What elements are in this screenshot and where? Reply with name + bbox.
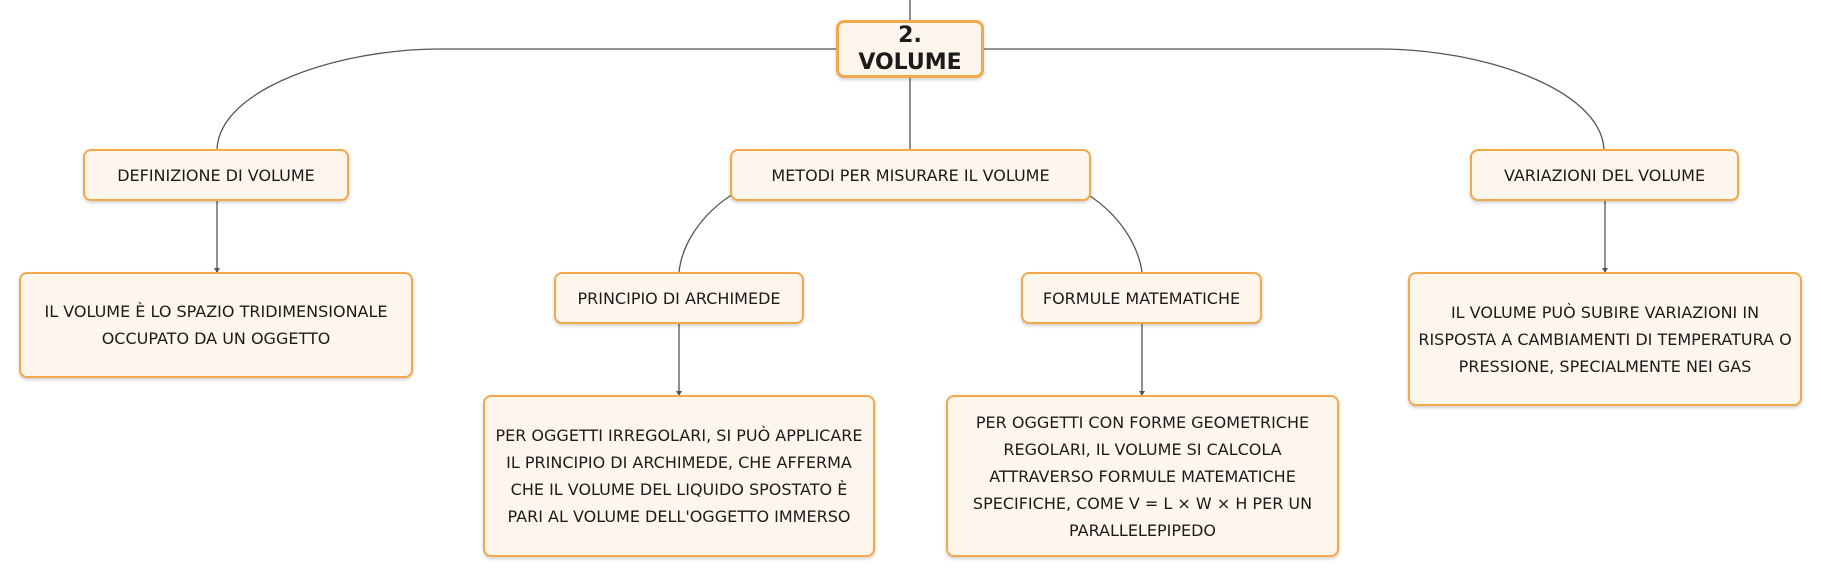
connector-methods-archimedes — [678, 193, 734, 273]
node-formulas-text[interactable]: PER OGGETTI CON FORME GEOMETRICHE REGOLA… — [946, 395, 1339, 557]
node-formulas[interactable]: FORMULE MATEMATICHE — [1021, 272, 1262, 324]
node-archimedes-text[interactable]: PER OGGETTI IRREGOLARI, SI PUÒ APPLICARE… — [483, 395, 875, 557]
node-root-volume[interactable]: 2. VOLUME — [836, 20, 984, 78]
node-archimedes-text-label: PER OGGETTI IRREGOLARI, SI PUÒ APPLICARE… — [495, 426, 863, 526]
connector-root-variations — [984, 48, 1605, 150]
node-definition-label: DEFINIZIONE DI VOLUME — [117, 165, 315, 185]
arrow-variations — [1602, 268, 1608, 273]
node-methods-label: METODI PER MISURARE IL VOLUME — [771, 165, 1050, 185]
node-variations-label: VARIAZIONI DEL VOLUME — [1503, 165, 1706, 185]
arrow-archimedes — [676, 391, 682, 396]
connector-methods-formulas — [1086, 193, 1143, 273]
arrow-definition — [214, 268, 220, 273]
arrow-formulas — [1139, 391, 1145, 396]
node-archimedes[interactable]: PRINCIPIO DI ARCHIMEDE — [554, 272, 804, 324]
node-root-label: 2. VOLUME — [858, 23, 962, 75]
node-definition[interactable]: DEFINIZIONE DI VOLUME — [83, 149, 349, 201]
node-formulas-text-label: PER OGGETTI CON FORME GEOMETRICHE REGOLA… — [972, 412, 1313, 540]
node-methods[interactable]: METODI PER MISURARE IL VOLUME — [730, 149, 1091, 201]
node-definition-text-label: IL VOLUME È LO SPAZIO TRIDIMENSIONALE OC… — [44, 302, 388, 348]
node-variations-text[interactable]: IL VOLUME PUÒ SUBIRE VARIAZIONI IN RISPO… — [1408, 272, 1802, 406]
node-variations[interactable]: VARIAZIONI DEL VOLUME — [1470, 149, 1739, 201]
node-variations-text-label: IL VOLUME PUÒ SUBIRE VARIAZIONI IN RISPO… — [1418, 302, 1792, 376]
node-definition-text[interactable]: IL VOLUME È LO SPAZIO TRIDIMENSIONALE OC… — [19, 272, 413, 378]
connector-root-definition — [216, 48, 836, 150]
node-formulas-label: FORMULE MATEMATICHE — [1042, 288, 1241, 308]
node-archimedes-label: PRINCIPIO DI ARCHIMEDE — [577, 288, 781, 308]
